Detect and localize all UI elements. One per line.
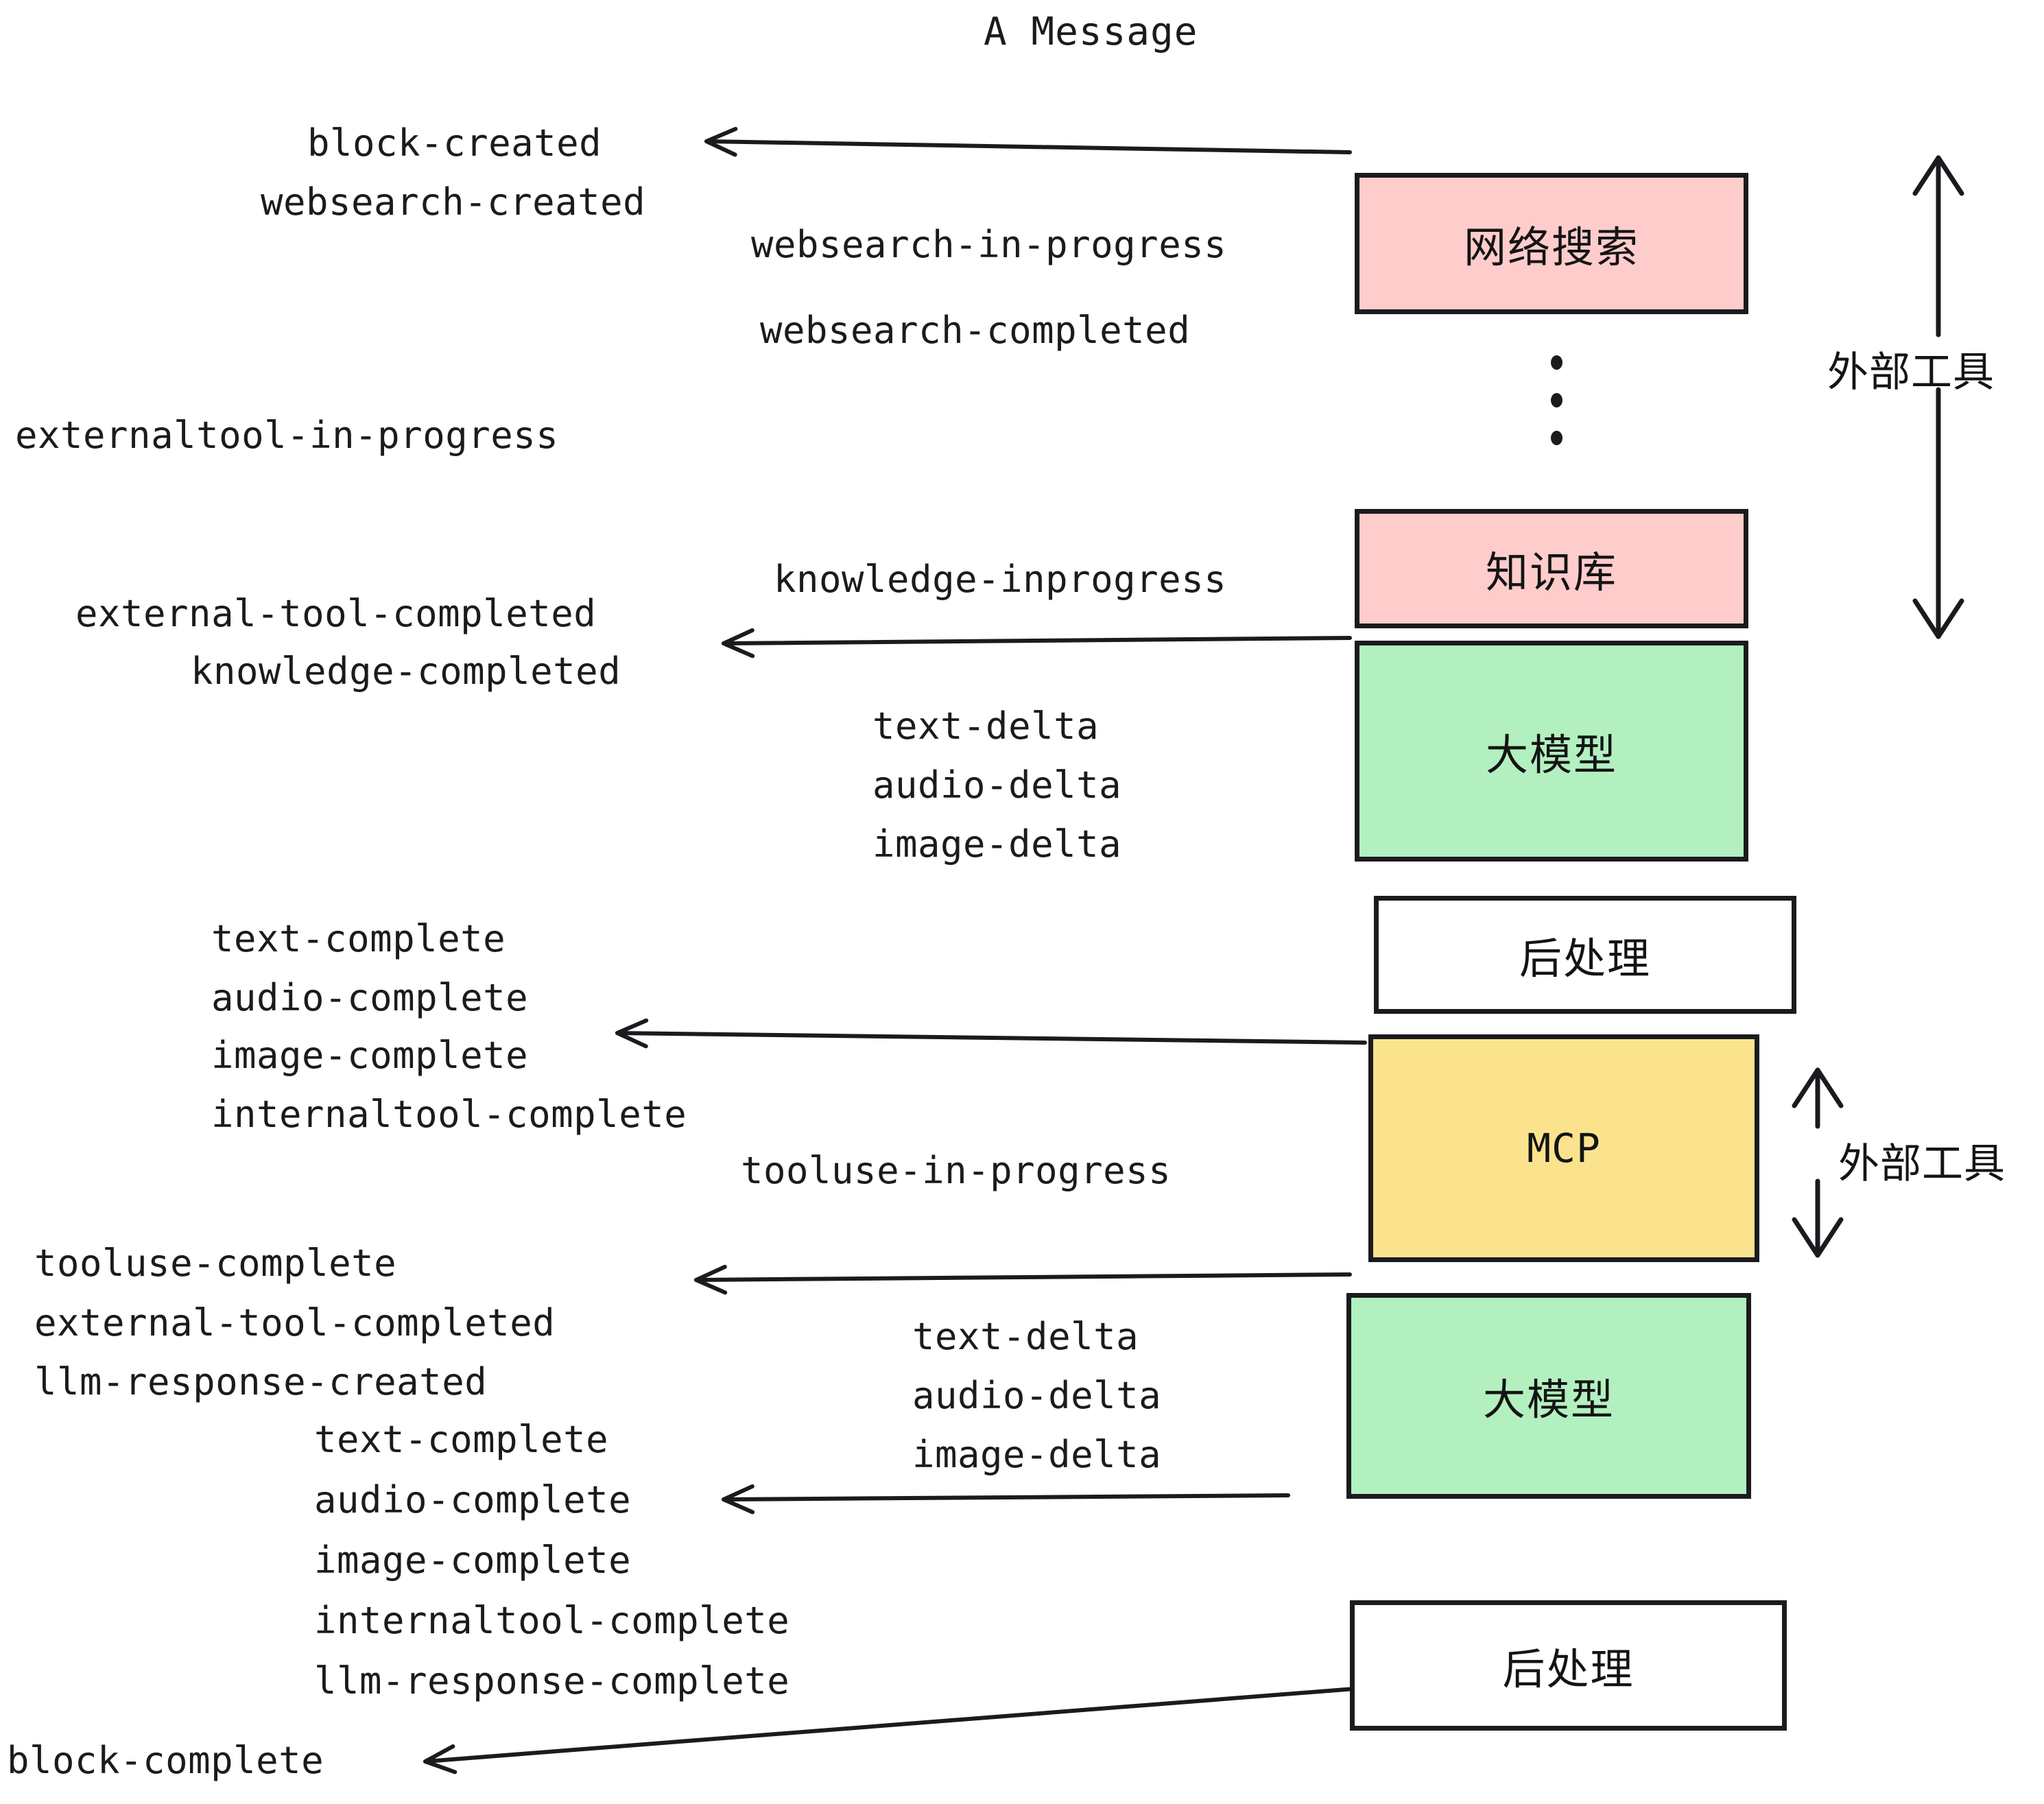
node-label-postproc-2: 后处理 [1502,1644,1635,1694]
event-label-external-tool-completed-1: external-tool-completed [75,592,597,635]
node-box-postproc-2[interactable] [1350,1600,1787,1731]
event-label-tooluse-in-progress: tooluse-in-progress [741,1149,1172,1192]
event-label-image-complete-2: image-complete [314,1539,632,1582]
node-box-knowledge[interactable] [1355,509,1748,628]
event-label-knowledge-inprogress: knowledge-inprogress [774,558,1227,601]
node-label-knowledge: 知识库 [1485,547,1618,597]
event-label-image-complete-1: image-complete [211,1034,529,1077]
event-label-text-delta-1: text-delta [872,704,1100,748]
event-label-llm-response-created: llm-response-created [34,1360,488,1403]
arrow-image-complete-icon [615,1018,1367,1049]
event-label-audio-delta-2: audio-delta [912,1374,1162,1417]
event-label-externaltool-in-progress: externaltool-in-progress [15,414,559,457]
event-label-text-complete-2: text-complete [314,1418,609,1461]
event-label-block-complete: block-complete [7,1739,324,1782]
node-label-postproc-1: 后处理 [1519,934,1652,984]
event-label-block-created: block-created [307,121,602,165]
event-label-external-tool-completed-2: external-tool-completed [34,1301,556,1344]
page-title: A Message [984,10,1198,54]
node-box-llm-1[interactable] [1355,641,1748,862]
external-tools-bottom-arrow-icon [1792,1067,1844,1258]
event-label-internaltool-complete-2: internaltool-complete [314,1599,790,1642]
vertical-ellipsis-icon [1551,355,1562,445]
external-tools-top-arrow-icon [1912,155,1964,639]
node-label-llm-2: 大模型 [1482,1375,1615,1425]
event-label-llm-response-complete: llm-response-complete [314,1659,790,1702]
event-label-tooluse-complete: tooluse-complete [34,1242,397,1285]
arrow-tooluse-complete-icon [694,1264,1352,1295]
bracket-label-external-tools-top: 外部工具 [1827,348,1995,396]
arrow-block-created-icon [704,126,1352,157]
event-label-audio-complete-2: audio-complete [314,1478,632,1521]
node-box-mcp[interactable] [1368,1034,1759,1262]
arrow-knowledge-done-icon [722,628,1352,658]
event-label-websearch-completed: websearch-completed [760,309,1191,352]
event-label-websearch-created: websearch-created [261,180,646,224]
event-label-audio-delta-1: audio-delta [872,763,1122,807]
node-label-mcp: MCP [1527,1125,1601,1172]
arrow-audio-complete-icon [722,1484,1290,1515]
event-label-text-delta-2: text-delta [912,1315,1139,1358]
event-label-audio-complete-1: audio-complete [211,976,529,1019]
node-label-websearch: 网络搜索 [1463,222,1640,272]
arrow-block-complete-icon [423,1687,1357,1775]
event-label-image-delta-2: image-delta [912,1433,1162,1476]
node-box-llm-2[interactable] [1346,1293,1751,1499]
node-box-websearch[interactable] [1355,173,1748,314]
bracket-label-external-tools-bottom: 外部工具 [1838,1140,2006,1188]
node-box-postproc-1[interactable] [1374,896,1796,1014]
event-label-websearch-in-progress: websearch-in-progress [751,223,1227,266]
event-label-internaltool-complete-1: internaltool-complete [211,1093,687,1136]
event-label-image-delta-1: image-delta [872,822,1122,866]
event-label-text-complete-1: text-complete [211,917,506,960]
node-label-llm-1: 大模型 [1485,730,1618,780]
event-label-knowledge-completed: knowledge-completed [191,650,621,693]
